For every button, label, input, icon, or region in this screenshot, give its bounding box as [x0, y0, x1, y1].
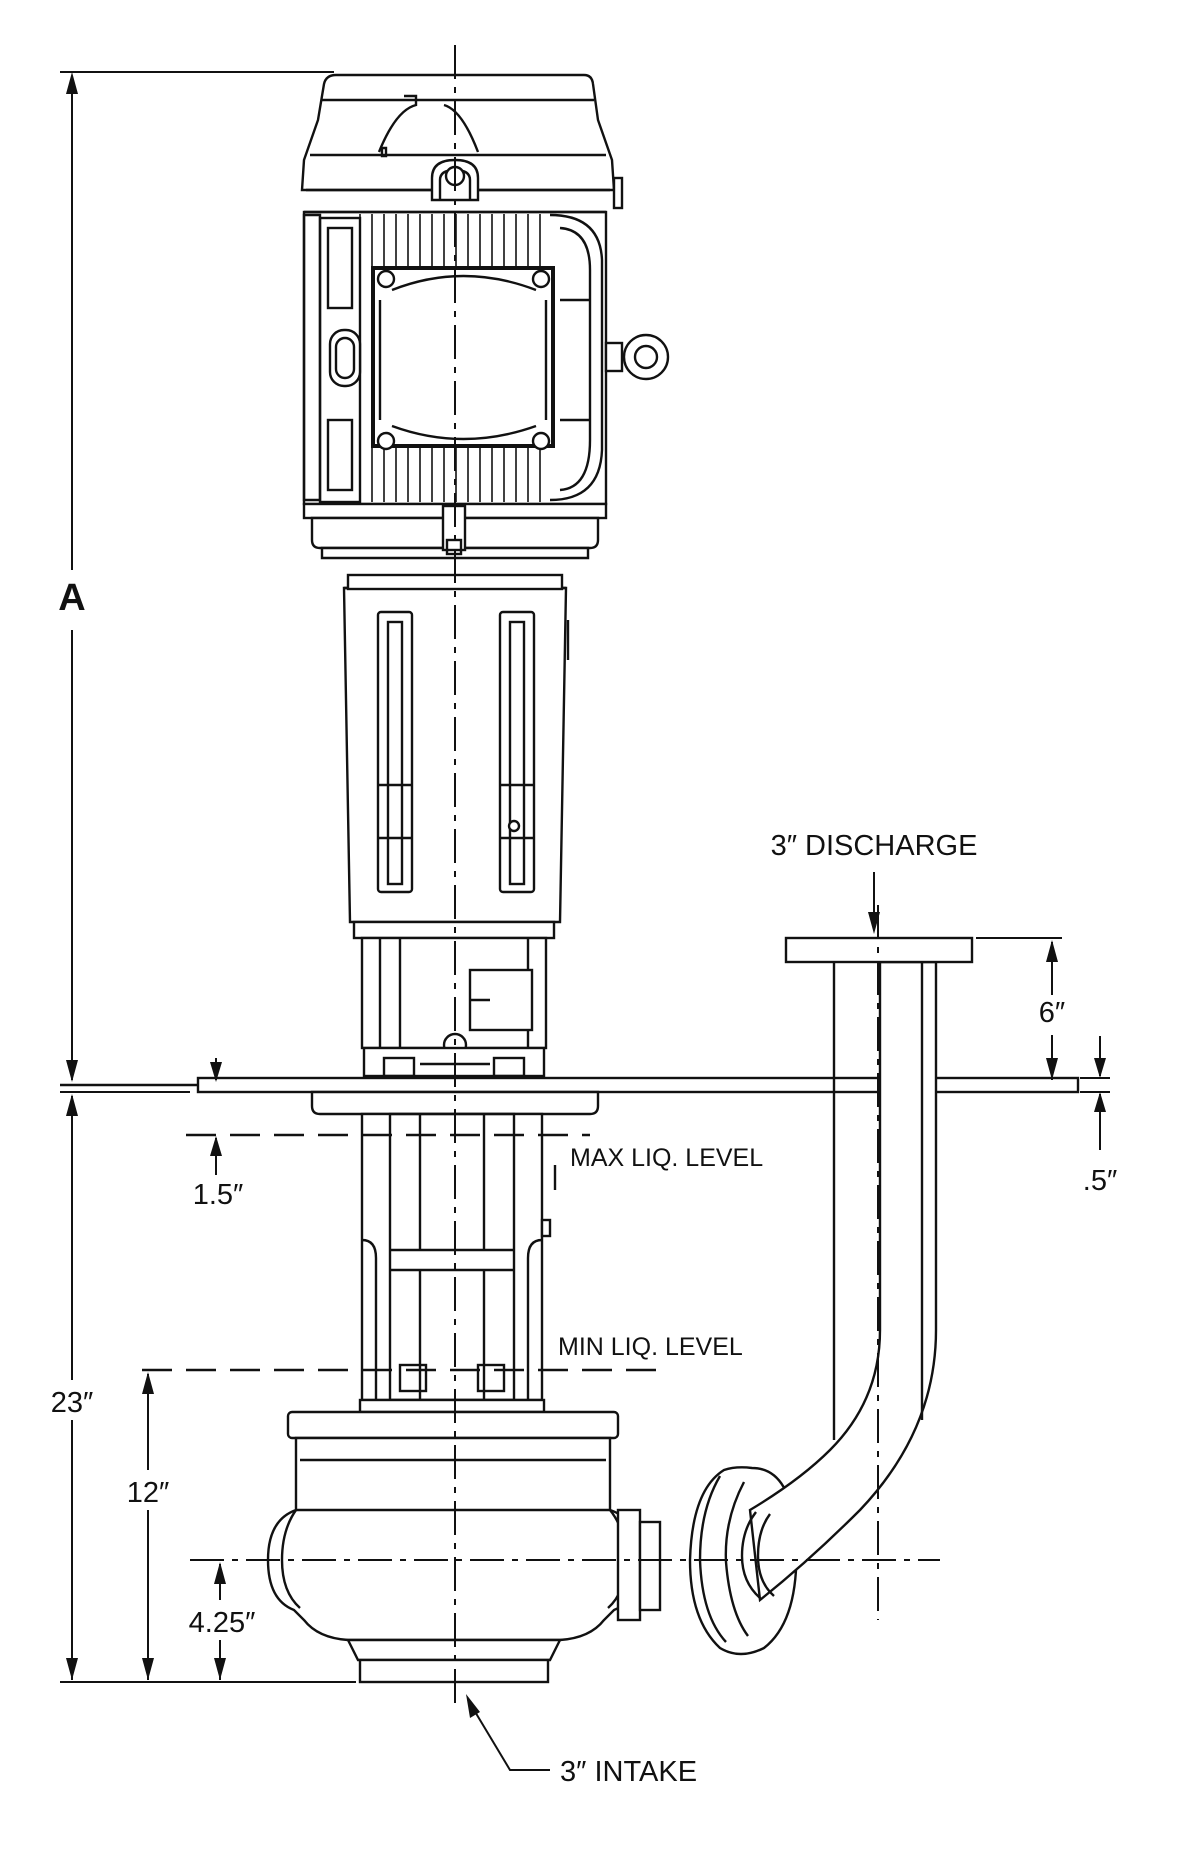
dimension-lines: [60, 71, 1110, 1771]
dim-a-label: A: [58, 577, 85, 619]
liquid-levels: [142, 1133, 670, 1372]
discharge-label: 3″ DISCHARGE: [771, 830, 978, 862]
motor: [300, 73, 670, 560]
dim-total-below-label: 23″: [51, 1387, 94, 1419]
intake-label: 3″ INTAKE: [560, 1756, 697, 1788]
dim-discharge-height-label: 6″: [1039, 997, 1065, 1029]
dim-max-level-label: 1.5″: [193, 1179, 244, 1211]
dim-plate-label: .5″: [1083, 1165, 1117, 1197]
pump-casing: [266, 1410, 662, 1684]
column: [358, 1112, 552, 1414]
center-lines: [190, 45, 940, 1705]
max-level-label: MAX LIQ. LEVEL: [570, 1144, 763, 1172]
labels: A 3″ DISCHARGE 6″ .5″ MAX LIQ. LEVEL 1.5…: [51, 577, 1117, 1788]
dim-min-level-label: 12″: [127, 1477, 170, 1509]
dim-centerline-label: 4.25″: [189, 1607, 256, 1639]
mounting-plate: [60, 1076, 1080, 1116]
min-level-label: MIN LIQ. LEVEL: [558, 1333, 743, 1361]
discharge-elbow: [688, 936, 974, 1656]
